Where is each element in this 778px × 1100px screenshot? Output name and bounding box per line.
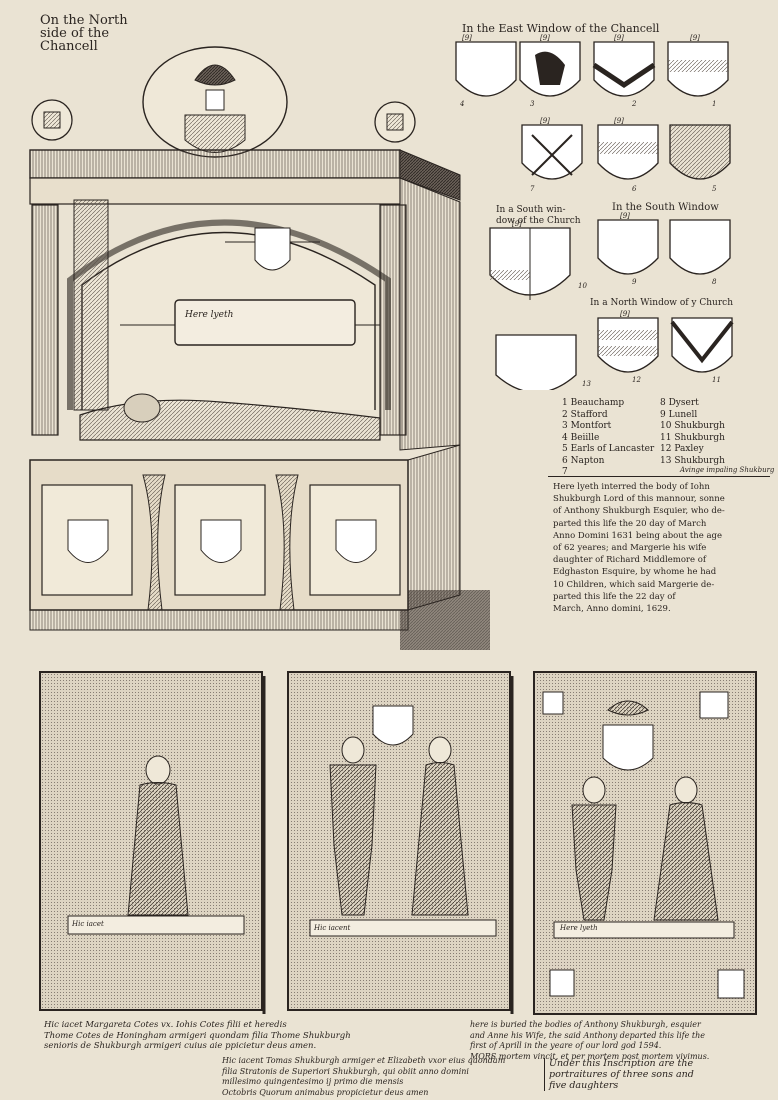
footer-left-inscription: Hic iacet Margareta Cotes vx. Iohis Cote… (44, 1020, 351, 1052)
shield-number: 7 (530, 185, 535, 193)
east-window-caption: In the East Window of the Chancell (462, 22, 660, 35)
shield-ref: [9] (614, 34, 624, 42)
key-item: 12 Paxley (660, 444, 704, 454)
key-item: 3 Montfort (562, 421, 612, 431)
caption-line: In a South win- (496, 205, 566, 215)
key-item: 11 Shukburgh (660, 432, 725, 443)
shield-number: 10 (578, 282, 587, 290)
shield-8 (669, 219, 731, 275)
footer-line: Hic iacent Tomas Shukburgh armiger et El… (222, 1056, 506, 1065)
south-window-caption: In the South Window (612, 202, 719, 213)
shield-13 (495, 334, 577, 390)
shield-11 (671, 317, 733, 373)
tomb-plaque-text: Here lyeth (185, 310, 234, 320)
footer-line: Hic iacet Margareta Cotes vx. Iohis Cote… (44, 1020, 287, 1030)
footer-line: senioris de Shukburgh armigeri cuius aie… (44, 1041, 317, 1051)
footer-note-line: five daughters (549, 1080, 619, 1091)
shield-number: 11 (712, 376, 721, 384)
caption-line: On the North (40, 13, 128, 28)
brass-label-3: Here lyeth (560, 924, 598, 932)
shield-number: 8 (712, 278, 717, 286)
inscription-line: of Anthony Shukburgh Esquier, who de- (553, 506, 725, 517)
key-item: 6 Napton (562, 455, 605, 466)
heraldry-shields (455, 41, 734, 390)
shield-ref: [9] (462, 34, 472, 42)
brass-plates (39, 671, 757, 1015)
inscription-block: Here lyeth interred the body of Iohn Shu… (553, 481, 725, 615)
inscription-divider (548, 476, 770, 477)
shield-12 (597, 317, 659, 373)
inscription-line: parted this life the 20 day of March (553, 518, 707, 529)
key-item: 7 (562, 467, 568, 477)
shield-7 (521, 124, 583, 180)
brass-plate-3 (533, 671, 757, 1015)
shield-number: 3 (530, 100, 535, 108)
inscription-line: Here lyeth interred the body of Iohn (553, 482, 710, 492)
north-window-caption: In a North Window of y Church (590, 298, 733, 308)
brass-label-2: Hic iacent (314, 924, 351, 932)
shield-ref: [9] (512, 220, 522, 228)
shield-number: 9 (632, 278, 637, 286)
footer-note-line: Under this Inscription are the (549, 1058, 694, 1069)
shield-ref: [9] (690, 34, 700, 42)
shield-number: 12 (632, 376, 641, 384)
north-side-caption: On the North side of the Chancell (40, 14, 128, 53)
shield-5 (669, 124, 731, 180)
caption-line: dow of the Church (496, 216, 581, 226)
shield-number: 1 (712, 100, 717, 108)
key-item: 10 Shukburgh (660, 421, 725, 431)
shield-4 (455, 41, 517, 97)
shield-9 (597, 219, 659, 275)
south-window-church-caption: In a South win- dow of the Church (496, 205, 581, 227)
shield-ref: [9] (540, 34, 550, 42)
inscription-line: Edghaston Esquire, by whome he had (553, 567, 717, 578)
shield-key-left: 1 Beauchamp 2 Stafford 3 Montfort 4 Beii… (562, 398, 654, 479)
shield-ref: [9] (614, 117, 624, 125)
key-item: 5 Earls of Lancaster (562, 444, 655, 454)
shield-number: 6 (632, 185, 637, 193)
caption-line: Chancell (40, 39, 98, 54)
footer-line: filia Stratonis de Superiori Shukburgh, … (222, 1066, 469, 1076)
key-item: 13 Shukburgh (660, 455, 725, 466)
tomb-monument-illustration (29, 46, 490, 650)
footer-center-inscription: Hic iacent Tomas Shukburgh armiger et El… (222, 1056, 505, 1098)
key-item: 9 Lunell (660, 409, 698, 420)
key-item: 4 Beiille (562, 432, 600, 443)
key-item: 8 Dysert (660, 398, 699, 408)
footer-line: first of Aprill in the yeare of our lord… (470, 1041, 662, 1050)
footer-line: Octobris Quorum animabus propicietur deu… (222, 1087, 429, 1097)
key-note: Avinge impaling Shukburg (680, 466, 775, 474)
shield-ref: [9] (540, 117, 550, 125)
shield-number: 2 (632, 100, 637, 108)
inscription-line: Anno Domini 1631 being about the age (553, 530, 723, 541)
key-item: 2 Stafford (562, 409, 608, 420)
shield-ref: [9] (620, 212, 630, 220)
inscription-line: March, Anno domini, 1629. (553, 604, 671, 615)
footer-note-line: portraitures of three sons and (549, 1069, 694, 1080)
footer-line: Thome Cotes de Honingham armigeri quonda… (44, 1030, 351, 1041)
shield-number: 13 (582, 380, 591, 388)
shield-number: 5 (712, 185, 717, 193)
footer-line: MORS mortem vincit, et per mortem post m… (470, 1051, 710, 1061)
shield-number: 4 (460, 100, 465, 108)
inscription-line: daughter of Richard Middlemore of (553, 555, 706, 566)
inscription-line: 10 Children, which said Margerie de- (553, 579, 715, 590)
shield-key-right: 8 Dysert 9 Lunell 10 Shukburgh 11 Shukbu… (660, 398, 725, 467)
key-item: 1 Beauchamp (562, 398, 625, 408)
footer-line: and Anne his Wife, the said Anthony depa… (470, 1030, 706, 1040)
inscription-line: of 62 yeares; and Margerie his wife (553, 543, 707, 554)
caption-line: side of the (40, 26, 110, 41)
shield-ref: [9] (620, 310, 630, 318)
footer-line: millesimo quingentesimo ij primo die men… (222, 1077, 404, 1086)
brass-label-1: Hic iacet (72, 920, 104, 928)
inscription-line: parted this life the 22 day of (553, 591, 676, 602)
footer-note: Under this Inscription are the portraitu… (544, 1058, 694, 1091)
inscription-line: Shukburgh Lord of this mannour, sonne (553, 494, 725, 505)
footer-line: here is buried the bodies of Anthony Shu… (470, 1020, 701, 1029)
shield-2 (593, 41, 655, 97)
footer-right-inscription: here is buried the bodies of Anthony Shu… (470, 1020, 709, 1062)
